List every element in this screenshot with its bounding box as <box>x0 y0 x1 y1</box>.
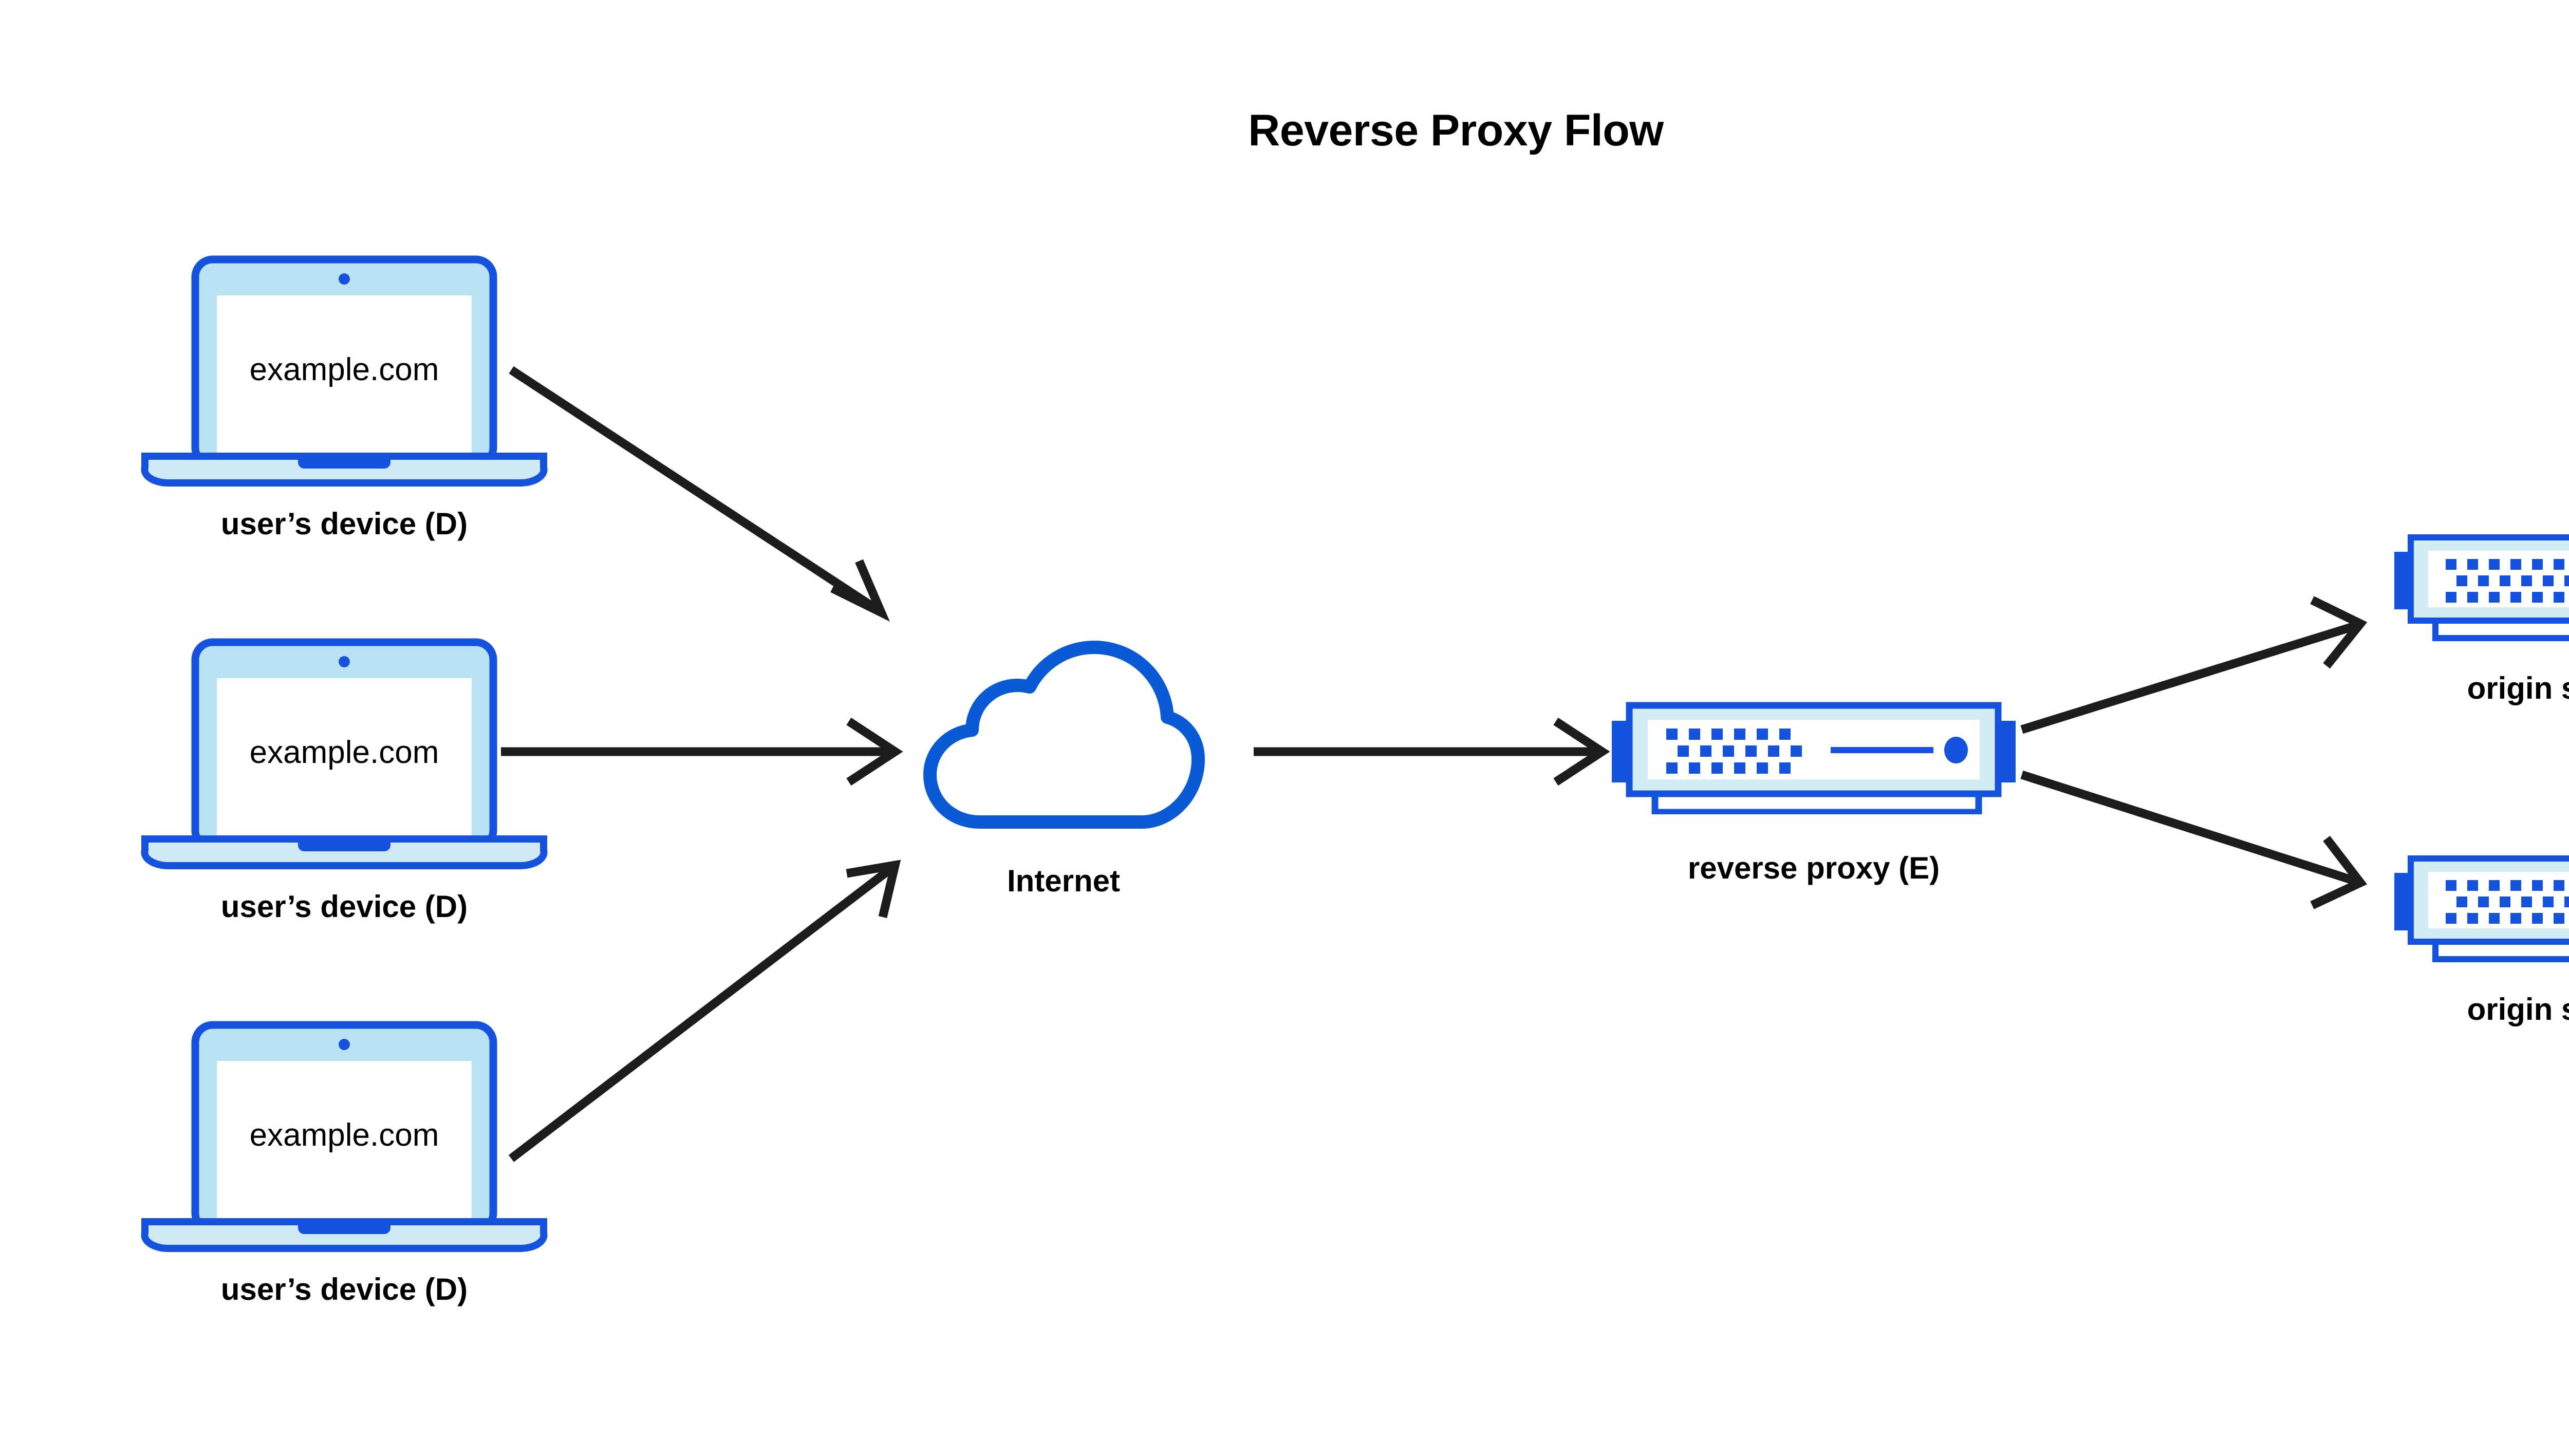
device-screen-text: example.com <box>250 352 439 387</box>
node-reverse-proxy[interactable] <box>1606 696 2022 816</box>
node-origin-server-1[interactable] <box>2389 529 2569 642</box>
laptop-base-3 <box>134 1218 555 1254</box>
caption-user-device-1: user’s device (D) <box>220 507 468 541</box>
caption-reverse-proxy: reverse proxy (E) <box>1687 851 1940 885</box>
laptop-icon: example.com <box>191 1021 497 1235</box>
edge-device3-internet <box>508 860 901 1162</box>
laptop-base-icon <box>141 453 548 487</box>
server-status-line <box>1831 747 1933 753</box>
server-led-dots <box>2446 880 2569 924</box>
caption-internet: Internet <box>1007 864 1121 898</box>
cloud-icon <box>923 641 1205 829</box>
server-stand <box>1651 790 1982 816</box>
edge-internet-proxy <box>1254 717 1610 786</box>
laptop-icon: example.com <box>191 638 497 852</box>
server-icon <box>2394 534 2569 641</box>
node-internet[interactable] <box>915 637 1213 843</box>
caption-origin-server-2: origin server (F) <box>2467 992 2569 1026</box>
edge-device1-internet <box>509 366 890 622</box>
device-screen-text: example.com <box>250 1117 439 1153</box>
node-user-device-1[interactable]: example.com <box>139 254 550 470</box>
server-power-dot <box>1944 737 1968 763</box>
laptop-base-icon <box>141 835 548 870</box>
laptop-base-1 <box>134 452 555 488</box>
server-icon <box>1612 702 2016 816</box>
caption-user-device-2: user’s device (D) <box>220 889 468 924</box>
edge-device2-internet <box>501 717 903 786</box>
edge-proxy-origin1 <box>2020 596 2368 734</box>
caption-origin-server-1: origin server (F) <box>2467 671 2569 705</box>
edge-proxy-origin2 <box>2020 770 2368 909</box>
server-stand <box>2432 939 2569 962</box>
server-led-dots <box>2446 559 2569 603</box>
server-icon <box>2394 855 2569 962</box>
server-stand <box>2432 618 2569 641</box>
node-user-device-2[interactable]: example.com <box>139 637 550 853</box>
laptop-base-2 <box>134 835 555 871</box>
server-led-dots <box>1666 729 1802 774</box>
device-screen-text: example.com <box>250 735 439 770</box>
caption-user-device-3: user’s device (D) <box>220 1272 468 1306</box>
page-title: Reverse Proxy Flow <box>1248 106 1664 155</box>
node-user-device-3[interactable]: example.com <box>139 1020 550 1236</box>
laptop-icon: example.com <box>191 255 497 469</box>
node-origin-server-2[interactable] <box>2389 850 2569 963</box>
laptop-base-icon <box>141 1218 548 1253</box>
